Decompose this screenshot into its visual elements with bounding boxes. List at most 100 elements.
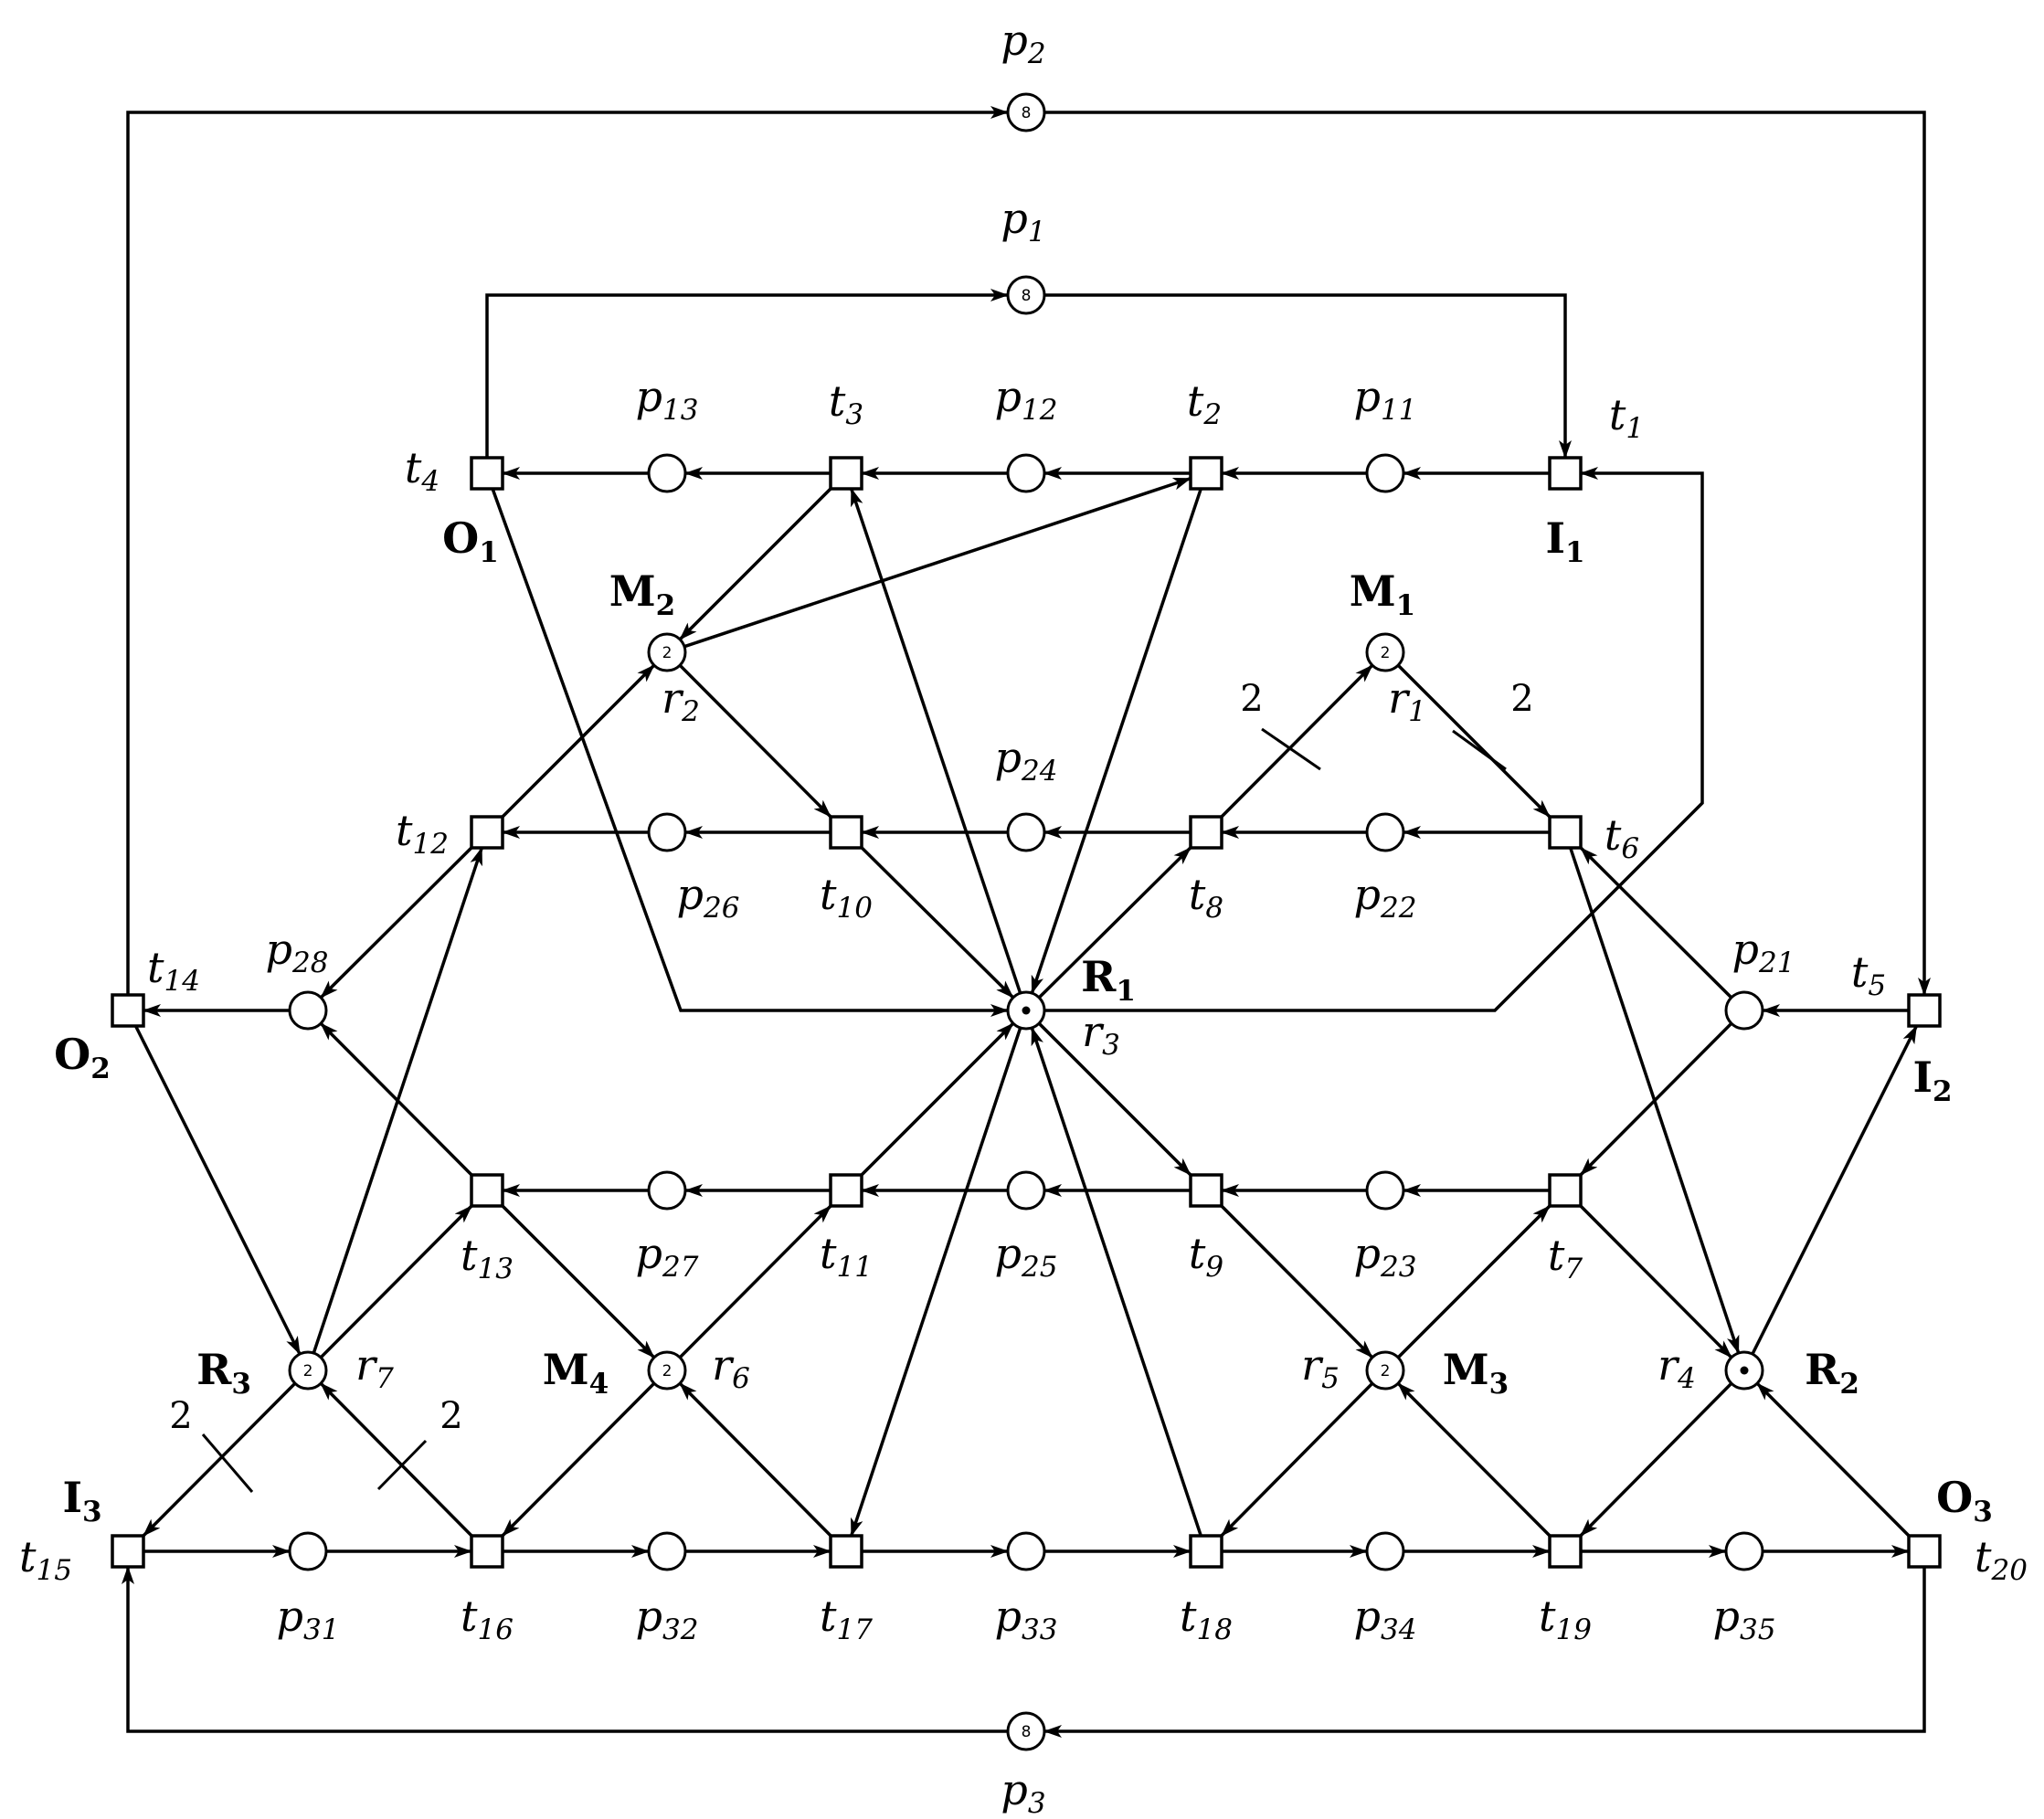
label-p35: p35 [1713, 1592, 1776, 1646]
place-p27 [647, 1170, 687, 1211]
label-t6: t6 [1604, 810, 1639, 865]
resource-type-label: I1 [1545, 513, 1584, 569]
token-count: 2 [1381, 644, 1391, 662]
arc-weight-label: 2 [1510, 678, 1533, 720]
transition-t20 [1907, 1534, 1942, 1569]
resource-type-label: R2 [1805, 1345, 1859, 1401]
label-t20: t20 [1975, 1532, 2028, 1587]
transition-t11 [829, 1173, 863, 1208]
token-count: 8 [1022, 104, 1032, 122]
label-p21: p21 [1732, 925, 1795, 979]
resource-type-label: O3 [1936, 1473, 1993, 1528]
resource-type-label: R1 [1081, 952, 1136, 1008]
arc-t12-r2 [501, 663, 656, 819]
token-dot [1022, 1006, 1031, 1015]
transition-t5 [1907, 993, 1942, 1028]
label-p28: p28 [266, 925, 329, 979]
place-p21 [1724, 990, 1764, 1031]
arc-p21-t7 [1579, 1021, 1733, 1177]
arc-t12-p28 [319, 846, 473, 999]
arc-p21-t6 [1579, 846, 1733, 999]
resource-type-label: R3 [196, 1345, 251, 1401]
resource-type-label: I3 [62, 1473, 101, 1528]
resource-type-label: O2 [54, 1030, 111, 1085]
place-p32 [647, 1531, 687, 1571]
arc-r2-t2 [683, 476, 1191, 649]
label-r3: r3 [1082, 1007, 1120, 1062]
transition-t16 [470, 1534, 504, 1569]
place-p35 [1724, 1531, 1764, 1571]
label-p23: p23 [1354, 1229, 1417, 1284]
label-p2: p2 [1001, 16, 1045, 70]
arc-t19-r5 [1396, 1381, 1552, 1538]
arc-r3-t1 [1044, 467, 1704, 1012]
token-count: 2 [662, 1362, 673, 1380]
arc-t20-p3 [1043, 1567, 1926, 1738]
label-r2: r2 [662, 673, 700, 728]
transition-t4 [470, 456, 504, 491]
arc-r5-t18 [1220, 1381, 1374, 1538]
arc-t8-r1 [1220, 663, 1374, 819]
place-p24 [1006, 812, 1046, 852]
label-t3: t3 [829, 376, 863, 431]
place-p34 [1365, 1531, 1405, 1571]
transition-t3 [829, 456, 863, 491]
transition-t2 [1189, 456, 1223, 491]
arc-r6-t11 [678, 1204, 832, 1359]
arc-t20-r4 [1755, 1381, 1911, 1538]
arc-r3-t17 [850, 1027, 1022, 1537]
transition-t10 [829, 815, 863, 850]
label-t18: t18 [1180, 1592, 1233, 1646]
label-r6: r6 [712, 1340, 750, 1395]
transition-t1 [1548, 456, 1583, 491]
label-t12: t12 [396, 806, 449, 861]
transition-t14 [111, 993, 145, 1028]
arc-r3-t3 [850, 488, 1022, 994]
arc-r2-t10 [678, 663, 832, 819]
arc-r7-t13 [319, 1204, 473, 1359]
token-count: 2 [303, 1362, 313, 1380]
arc-t2-r3 [1030, 488, 1202, 994]
arc-weight-label: 2 [169, 1395, 192, 1437]
arc-t16-r7 [319, 1381, 473, 1538]
arc-t13-r6 [501, 1204, 656, 1359]
arc-t4-r3 [491, 488, 1009, 1017]
token-count: 8 [1022, 287, 1032, 305]
transition-t19 [1548, 1534, 1583, 1569]
label-t7: t7 [1548, 1231, 1583, 1285]
arc-p1-t1 [1044, 293, 1572, 459]
arc-weight-tick [1261, 727, 1321, 771]
label-t9: t9 [1189, 1229, 1223, 1284]
label-t15: t15 [19, 1532, 72, 1587]
arc-t3-r2 [678, 487, 832, 641]
transition-t18 [1189, 1534, 1223, 1569]
arc-p3-t15 [122, 1566, 1008, 1733]
arc-t4-p1 [485, 289, 1009, 458]
arc-t10-r3 [860, 846, 1015, 999]
arc-r6-t16 [501, 1381, 656, 1538]
arc-t17-r6 [678, 1381, 832, 1538]
arc-t18-r3 [1030, 1027, 1202, 1537]
place-p31 [288, 1531, 328, 1571]
arc-r5-t7 [1396, 1204, 1552, 1359]
resource-type-label: M1 [1350, 566, 1416, 622]
label-t11: t11 [820, 1229, 873, 1284]
token-count: 2 [662, 644, 673, 662]
resource-type-label: M3 [1443, 1345, 1509, 1401]
place-r6 [647, 1350, 687, 1391]
label-t14: t14 [147, 943, 200, 998]
label-p31: p31 [277, 1592, 340, 1646]
label-t16: t16 [461, 1592, 514, 1646]
place-p28 [288, 990, 328, 1031]
place-p3 [1006, 1711, 1046, 1751]
label-t10: t10 [820, 870, 873, 925]
transition-t13 [470, 1173, 504, 1208]
place-p2 [1006, 92, 1046, 132]
label-p1: p1 [1001, 194, 1045, 249]
label-t5: t5 [1851, 947, 1886, 1002]
label-p34: p34 [1354, 1592, 1417, 1646]
place-p1 [1006, 275, 1046, 315]
transition-t15 [111, 1534, 145, 1569]
